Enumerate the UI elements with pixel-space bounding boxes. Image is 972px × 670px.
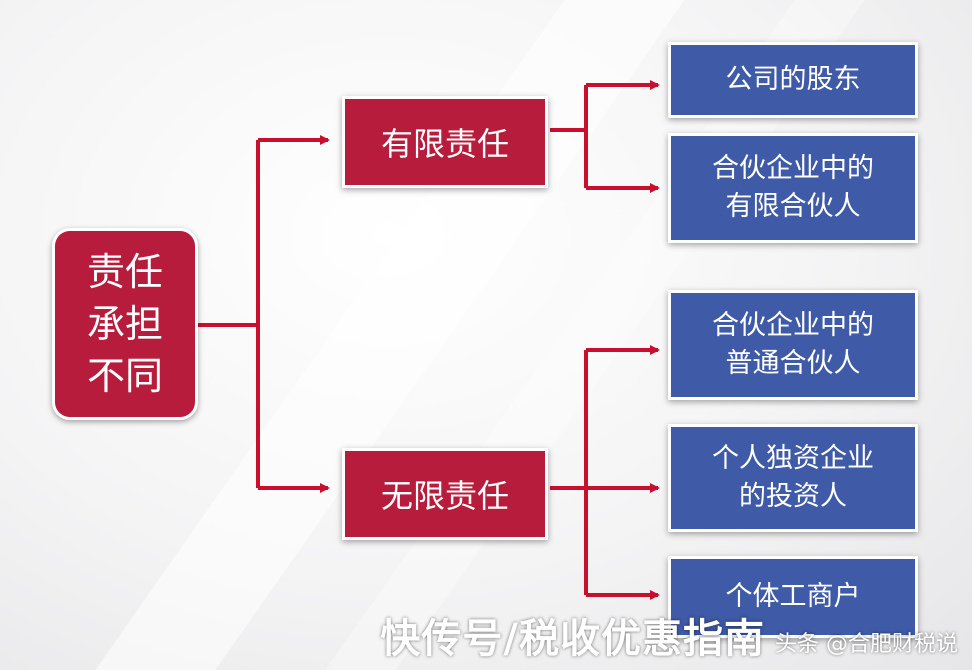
watermark-sub: 头条 @合肥财税说 [775, 632, 958, 657]
leaf-limited-partner: 合伙企业中的 有限合伙人 [668, 133, 918, 243]
leaf-label: 个体工商户 [725, 581, 861, 612]
leaf-sole-proprietorship-investor: 个人独资企业 的投资人 [668, 424, 918, 532]
leaf-company-shareholders: 公司的股东 [668, 42, 918, 118]
branch-label: 有限责任 [380, 125, 509, 163]
leaf-label: 合伙企业中的 有限合伙人 [712, 153, 874, 222]
root-node: 责任 承担 不同 [52, 228, 198, 420]
branch-unlimited-liability: 无限责任 [342, 448, 548, 540]
branch-label: 无限责任 [380, 477, 509, 515]
branch-limited-liability: 有限责任 [342, 96, 548, 188]
leaf-general-partner: 合伙企业中的 普通合伙人 [668, 290, 918, 400]
watermark: 快传号/税收优惠指南 头条 @合肥财税说 [380, 606, 958, 664]
leaf-label: 个人独资企业 的投资人 [712, 443, 874, 512]
watermark-main: 快传号/税收优惠指南 [380, 616, 765, 662]
root-node-label: 责任 承担 不同 [86, 250, 163, 398]
leaf-label: 合伙企业中的 普通合伙人 [712, 310, 874, 379]
leaf-label: 公司的股东 [725, 64, 861, 95]
leaf-individual-business: 个体工商户 [668, 556, 918, 638]
